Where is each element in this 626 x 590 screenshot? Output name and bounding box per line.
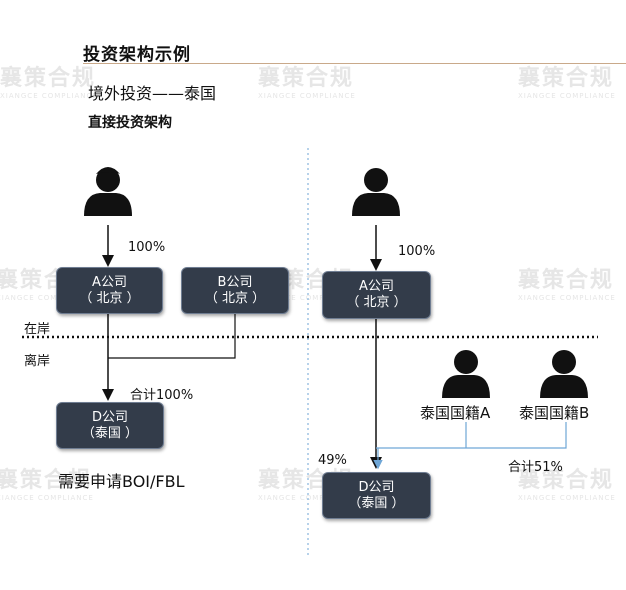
company-location: （泰国 ） xyxy=(81,425,139,441)
company-location: （ 北京 ） xyxy=(204,290,266,306)
person-icon xyxy=(352,168,400,216)
combined-pct-right: 合计51% xyxy=(508,460,563,475)
title-underline xyxy=(83,63,626,64)
company-box-b-left: B公司 （ 北京 ） xyxy=(181,267,289,314)
company-name: D公司 xyxy=(358,479,395,495)
company-box-a-right: A公司 （ 北京 ） xyxy=(322,271,431,319)
offshore-label: 离岸 xyxy=(24,354,51,369)
company-name: D公司 xyxy=(91,409,128,425)
company-name: B公司 xyxy=(217,274,253,290)
person-icon xyxy=(84,167,132,216)
pct-owner-to-a-left: 100% xyxy=(128,240,166,255)
page-title: 投资架构示例 xyxy=(83,45,191,65)
line-thai-b xyxy=(376,422,567,449)
person-icon xyxy=(540,350,588,398)
company-name: A公司 xyxy=(92,274,127,290)
company-location: （泰国 ） xyxy=(348,495,405,511)
company-location: （ 北京 ） xyxy=(346,295,407,310)
thai-national-a-label: 泰国国籍A xyxy=(420,404,491,422)
pct-owner-to-a-right: 100% xyxy=(398,244,436,259)
company-location: （ 北京 ） xyxy=(79,290,140,306)
page-subtitle: 境外投资——泰国 xyxy=(88,84,217,103)
boi-note: 需要申请BOI/FBL xyxy=(58,472,185,491)
company-name: A公司 xyxy=(359,279,394,294)
thai-national-b-label: 泰国国籍B xyxy=(519,404,590,422)
company-box-d-right: D公司 （泰国 ） xyxy=(322,472,431,519)
company-box-d-left: D公司 （泰国 ） xyxy=(56,402,164,449)
combined-pct-left: 合计100% xyxy=(130,388,194,403)
section-heading: 直接投资架构 xyxy=(88,115,172,131)
pct-a-to-d-right: 49% xyxy=(318,453,347,468)
person-icon xyxy=(442,350,490,398)
onshore-label: 在岸 xyxy=(24,322,51,337)
line-b-to-d xyxy=(108,313,236,359)
company-box-a-left: A公司 （ 北京 ） xyxy=(56,267,163,314)
